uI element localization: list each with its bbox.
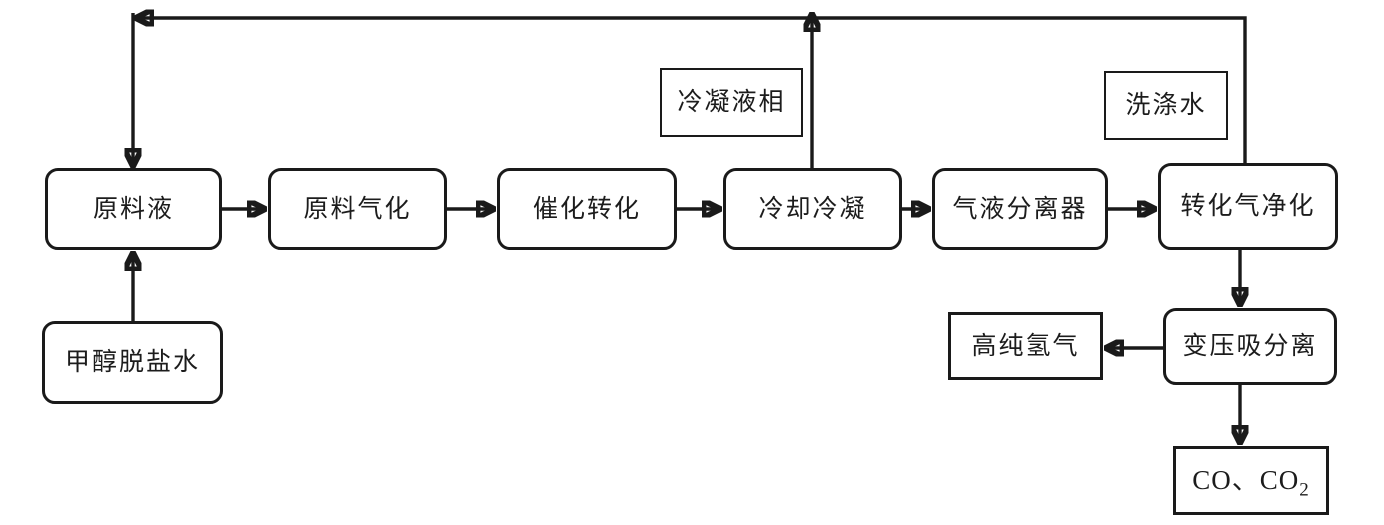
node-cooling-condensation-label: 冷却冷凝 <box>758 195 867 223</box>
label-wash-water-text: 洗涤水 <box>1125 92 1207 119</box>
node-gas-liquid-separator-label: 气液分离器 <box>952 195 1088 223</box>
node-catalytic-conversion-label: 催化转化 <box>532 195 641 223</box>
node-syngas-purification-label: 转化气净化 <box>1180 193 1316 220</box>
node-co-co2-label-sub: 2 <box>1299 479 1310 501</box>
label-condensate-phase: 冷凝液相 <box>660 68 803 137</box>
node-cooling-condensation: 冷却冷凝 <box>723 168 902 250</box>
node-gas-liquid-separator: 气液分离器 <box>932 168 1108 250</box>
edge-recycle-top-line <box>138 18 1247 163</box>
node-co-co2-label: CO、CO2 <box>1192 465 1310 500</box>
node-gasification-label: 原料气化 <box>303 195 412 223</box>
node-co-co2-label-main: CO、CO <box>1192 465 1300 495</box>
node-raw-liquid: 原料液 <box>45 168 222 250</box>
node-high-purity-hydrogen-label: 高纯氢气 <box>971 332 1080 360</box>
node-psa-separation: 变压吸分离 <box>1163 308 1337 385</box>
node-raw-liquid-label: 原料液 <box>92 195 174 223</box>
node-catalytic-conversion: 催化转化 <box>497 168 677 250</box>
node-psa-separation-label: 变压吸分离 <box>1182 333 1318 360</box>
node-methanol-demin-water-label: 甲醇脱盐水 <box>64 349 200 376</box>
label-condensate-phase-text: 冷凝液相 <box>677 89 786 116</box>
node-syngas-purification: 转化气净化 <box>1158 163 1338 250</box>
node-high-purity-hydrogen: 高纯氢气 <box>948 312 1103 380</box>
node-co-co2: CO、CO2 <box>1173 446 1329 515</box>
node-gasification: 原料气化 <box>268 168 447 250</box>
node-methanol-demin-water: 甲醇脱盐水 <box>42 321 223 404</box>
label-wash-water: 洗涤水 <box>1104 71 1228 140</box>
